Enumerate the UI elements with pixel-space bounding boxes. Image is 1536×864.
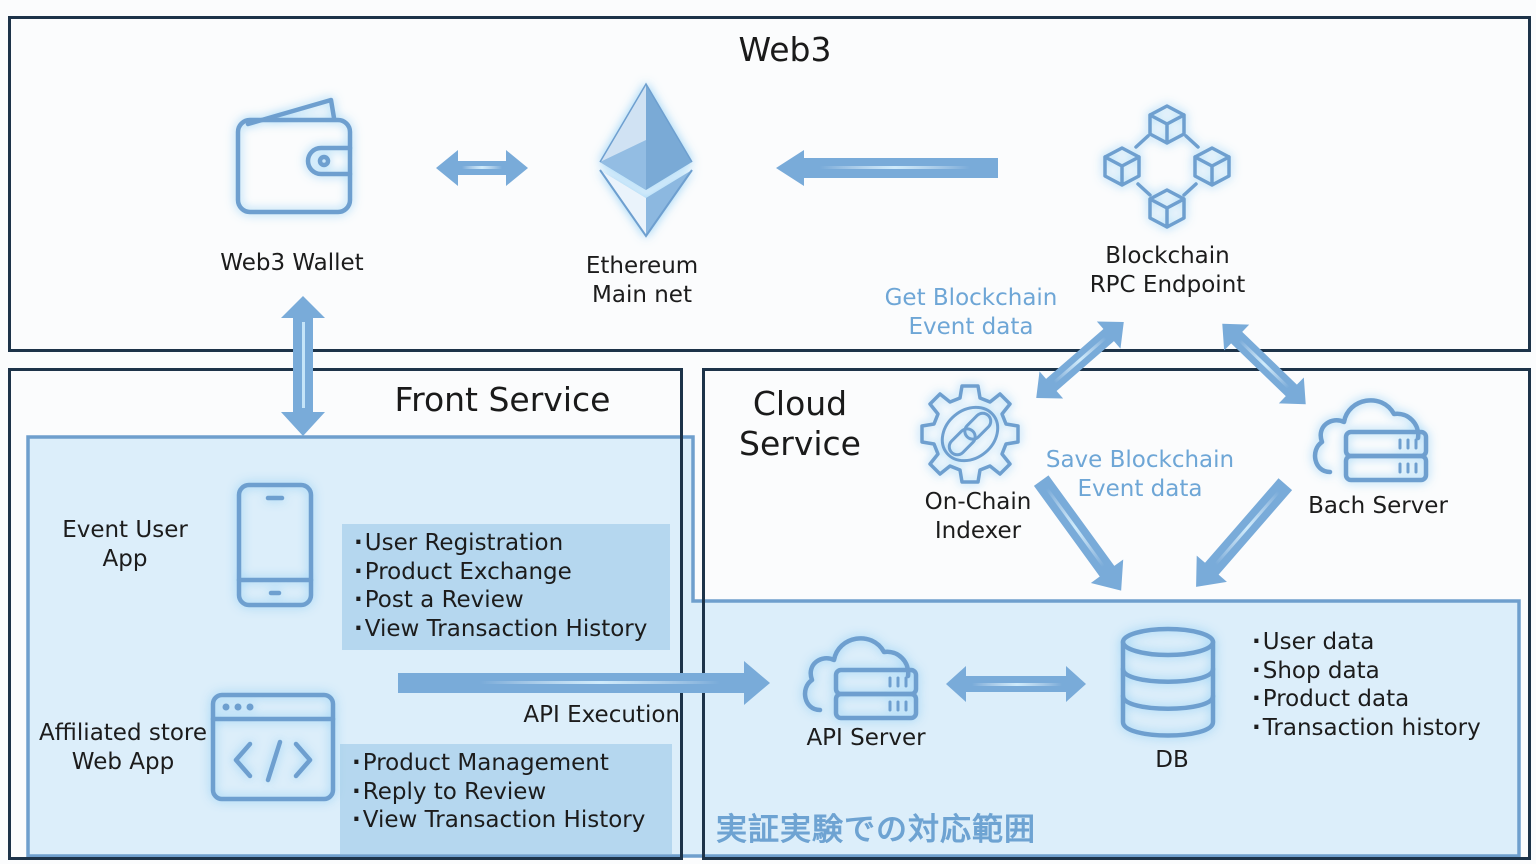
feature-item: Product Management (352, 749, 662, 778)
db-contents: User dataShop dataProduct dataTransactio… (1252, 628, 1481, 742)
affiliated-store-label-line2: Web App (71, 749, 175, 775)
feature-item: Post a Review (354, 586, 660, 615)
batch-server-label: Bach Server (1308, 493, 1448, 519)
db-content-item: Product data (1252, 685, 1481, 714)
front-service-panel (8, 368, 683, 860)
batch-server-cloud-icon (1312, 398, 1429, 483)
db-label: DB (1155, 747, 1189, 773)
on-chain-indexer-label: On-Chain Indexer (898, 488, 1058, 546)
gear-chain-icon (920, 384, 1020, 484)
db-content-item: Shop data (1252, 657, 1481, 686)
affiliated-store-features: Product ManagementReply to ReviewView Tr… (340, 744, 672, 854)
api-server-label: API Server (806, 725, 926, 751)
on-chain-indexer-label-line2: Indexer (934, 518, 1022, 544)
ethereum-label-line2: Main net (592, 282, 692, 308)
code-window-icon (210, 692, 336, 802)
save-event-data-label: Save Blockchain Event data (1030, 446, 1250, 504)
feature-item: Reply to Review (352, 778, 662, 807)
event-user-app-label: Event User App (40, 516, 210, 574)
db-content-item: Transaction history (1252, 714, 1481, 743)
poc-scope-label: 実証実験での対応範囲 (716, 812, 1036, 848)
db-contents-list: User dataShop dataProduct dataTransactio… (1252, 628, 1481, 742)
event-user-app-feature-list: User RegistrationProduct ExchangePost a … (354, 529, 660, 643)
rpc-endpoint-label-line1: Blockchain (1105, 243, 1230, 269)
web3-title: Web3 (738, 30, 832, 69)
feature-item: View Transaction History (352, 806, 662, 835)
ethereum-label: Ethereum Main net (552, 252, 732, 310)
get-event-data-label: Get Blockchain Event data (866, 284, 1076, 342)
rpc-endpoint-label-line2: RPC Endpoint (1089, 272, 1246, 298)
db-content-item: User data (1252, 628, 1481, 657)
event-user-app-label-line2: App (102, 546, 148, 572)
cloud-service-title: Cloud Service (720, 384, 880, 464)
database-icon (1120, 626, 1216, 738)
ethereum-label-line1: Ethereum (585, 253, 699, 279)
web3-wallet-label: Web3 Wallet (220, 250, 364, 276)
cloud-service-title-line1: Cloud (752, 384, 848, 423)
get-event-data-line2: Event data (908, 314, 1034, 340)
feature-item: View Transaction History (354, 615, 660, 644)
rpc-endpoint-label: Blockchain RPC Endpoint (1070, 242, 1265, 300)
event-user-app-features: User RegistrationProduct ExchangePost a … (342, 524, 670, 650)
front-service-title: Front Service (394, 380, 611, 419)
affiliated-store-label-line1: Affiliated store (38, 720, 208, 746)
api-execution-label: API Execution (523, 702, 680, 728)
save-event-data-line1: Save Blockchain (1045, 447, 1235, 473)
feature-item: Product Exchange (354, 558, 660, 587)
cloud-service-title-line2: Service (739, 424, 861, 463)
api-server-cloud-icon (802, 636, 919, 721)
save-event-data-line2: Event data (1077, 476, 1203, 502)
event-user-app-label-line1: Event User (62, 517, 188, 543)
smartphone-icon (236, 482, 314, 608)
on-chain-indexer-label-line1: On-Chain (924, 489, 1032, 515)
blockchain-network-icon (1103, 104, 1231, 229)
wallet-icon (235, 97, 353, 215)
feature-item: User Registration (354, 529, 660, 558)
affiliated-store-feature-list: Product ManagementReply to ReviewView Tr… (352, 749, 662, 835)
web3-panel (8, 16, 1531, 352)
get-event-data-line1: Get Blockchain (884, 285, 1058, 311)
ethereum-icon (599, 82, 693, 238)
affiliated-store-label: Affiliated store Web App (32, 719, 214, 777)
